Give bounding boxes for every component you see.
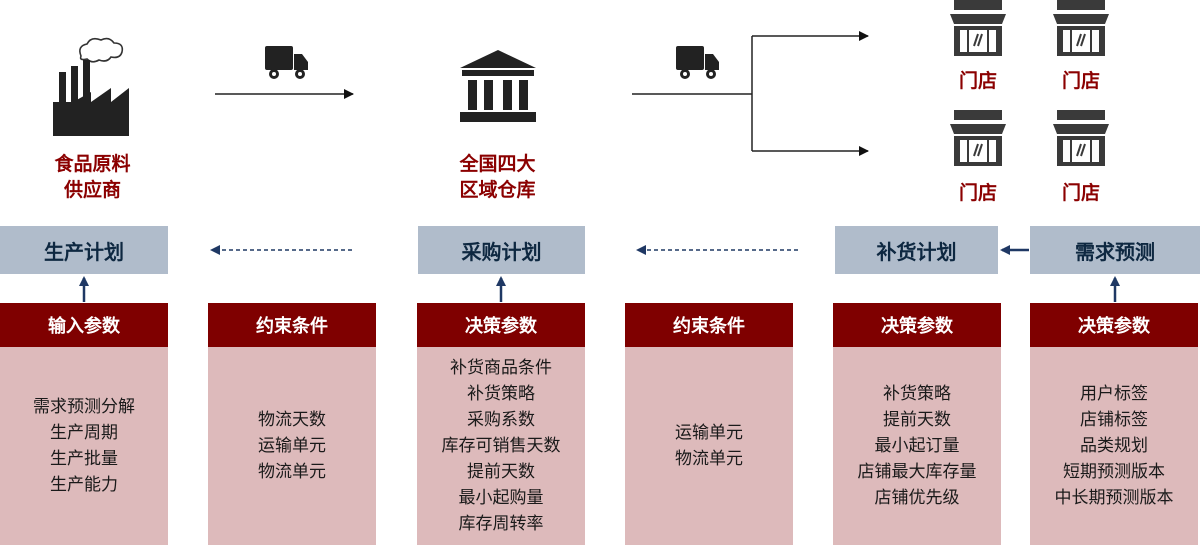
param-item: 提前天数	[467, 462, 535, 482]
param-header: 决策参数	[1030, 303, 1198, 347]
flow-arrows	[215, 31, 869, 156]
store-label: 门店	[958, 182, 997, 204]
supplier-label: 食品原料 供应商	[54, 153, 131, 201]
truck-icon	[265, 46, 308, 79]
store-icon	[1053, 0, 1109, 56]
forecast-plan-box: 需求预测	[1030, 226, 1200, 274]
store-icon	[950, 0, 1006, 56]
truck-icon	[676, 46, 719, 79]
param-header: 决策参数	[417, 303, 585, 347]
param-header: 决策参数	[833, 303, 1001, 347]
param-item: 补货商品条件	[450, 358, 552, 378]
param-item: 中长期预测版本	[1054, 488, 1174, 508]
param-item: 物流天数	[258, 410, 326, 430]
store-label: 门店	[1061, 70, 1100, 92]
param-header: 输入参数	[0, 303, 168, 347]
store-icon	[950, 110, 1006, 166]
param-item: 库存可销售天数	[441, 436, 561, 456]
param-list: 补货商品条件 补货策略 采购系数 库存可销售天数 提前天数 最小起购量 库存周转…	[417, 347, 585, 545]
production-plan-box: 生产计划	[0, 226, 168, 274]
param-list: 用户标签 店铺标签 品类规划 短期预测版本 中长期预测版本	[1030, 347, 1198, 545]
param-item: 物流单元	[258, 462, 326, 482]
param-item: 采购系数	[467, 410, 535, 430]
store-icon	[1053, 110, 1109, 166]
param-item: 用户标签	[1080, 384, 1148, 404]
param-list: 运输单元 物流单元	[625, 347, 793, 545]
param-item: 短期预测版本	[1063, 462, 1165, 482]
param-item: 补货策略	[467, 384, 535, 404]
warehouse-label: 全国四大 区域仓库	[459, 153, 536, 201]
replenishment-plan-box: 补货计划	[835, 226, 998, 274]
param-item: 库存周转率	[458, 514, 544, 534]
param-item: 生产周期	[50, 423, 118, 443]
store-label: 门店	[958, 70, 997, 92]
param-item: 提前天数	[883, 410, 951, 430]
param-item: 店铺优先级	[874, 488, 960, 508]
param-item: 生产能力	[50, 475, 118, 495]
param-header: 约束条件	[625, 303, 793, 347]
param-list: 需求预测分解 生产周期 生产批量 生产能力	[0, 347, 168, 545]
store-label: 门店	[1061, 182, 1100, 204]
param-item: 最小起购量	[458, 488, 544, 508]
param-item: 店铺标签	[1080, 410, 1148, 430]
param-item: 最小起订量	[874, 436, 960, 456]
warehouse-icon	[460, 50, 536, 122]
param-item: 运输单元	[258, 436, 326, 456]
param-item: 补货策略	[883, 384, 951, 404]
factory-icon	[53, 37, 129, 136]
param-list: 补货策略 提前天数 最小起订量 店铺最大库存量 店铺优先级	[833, 347, 1001, 545]
param-list: 物流天数 运输单元 物流单元	[208, 347, 376, 545]
param-item: 物流单元	[675, 449, 743, 469]
purchase-plan-box: 采购计划	[418, 226, 585, 274]
param-item: 运输单元	[675, 423, 743, 443]
param-item: 生产批量	[50, 449, 118, 469]
param-header: 约束条件	[208, 303, 376, 347]
param-item: 品类规划	[1080, 436, 1148, 456]
param-item: 店铺最大库存量	[857, 462, 977, 482]
param-item: 需求预测分解	[33, 397, 135, 417]
